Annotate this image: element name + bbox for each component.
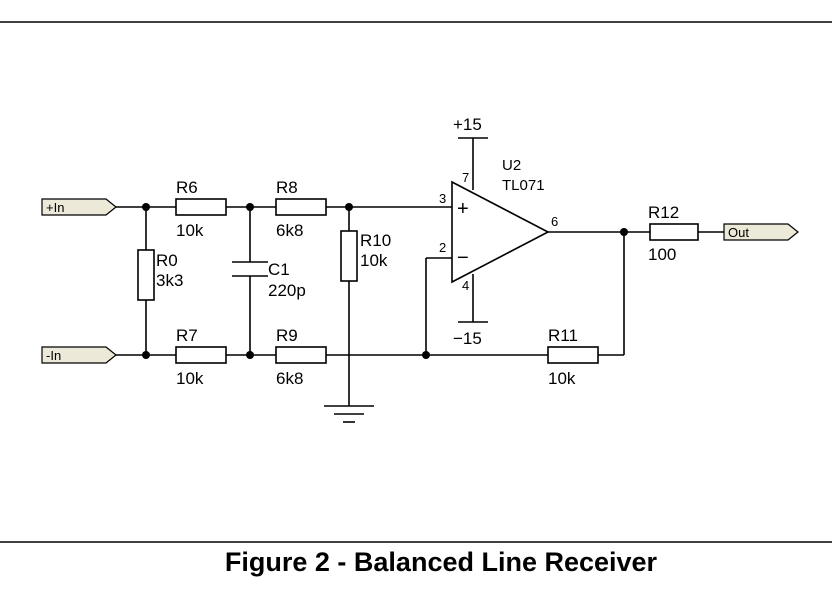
capacitor-c1: C1 220p	[232, 260, 306, 300]
port-in-minus: -In	[41, 346, 117, 364]
c1-ref: C1	[268, 260, 290, 279]
c1-value: 220p	[268, 281, 306, 300]
r8-ref: R8	[276, 178, 298, 197]
r6-value: 10k	[176, 221, 204, 240]
port-out: Out	[723, 223, 799, 241]
pin-6: 6	[551, 214, 558, 229]
junctions	[142, 203, 628, 359]
resistor-r12: R12 100	[648, 203, 699, 264]
r10-ref: R10	[360, 231, 391, 250]
ground-symbol	[324, 405, 374, 423]
noninverting-sign: +	[457, 198, 469, 220]
resistor-r9: R9 6k8	[275, 326, 327, 388]
port-in-minus-label: -In	[46, 348, 61, 363]
resistor-r7: R7 10k	[175, 326, 227, 388]
r11-value: 10k	[548, 369, 576, 388]
r6-ref: R6	[176, 178, 198, 197]
r7-value: 10k	[176, 369, 204, 388]
port-out-label: Out	[728, 225, 749, 240]
pin-7: 7	[462, 170, 469, 185]
supply-positive: +15	[453, 115, 482, 134]
u2-ref: U2	[502, 157, 521, 174]
resistor-r0: R0 3k3	[137, 249, 183, 301]
supply-negative: −15	[453, 329, 482, 348]
r12-ref: R12	[648, 203, 679, 222]
port-in-plus: +In	[41, 198, 117, 216]
r8-value: 6k8	[276, 221, 303, 240]
r10-value: 10k	[360, 251, 388, 270]
wires	[116, 137, 724, 406]
pin-2: 2	[439, 240, 446, 255]
u2-part: TL071	[502, 177, 545, 194]
r7-ref: R7	[176, 326, 198, 345]
resistor-r6: R6 10k	[175, 178, 227, 240]
r12-value: 100	[648, 245, 676, 264]
r11-ref: R11	[548, 326, 578, 345]
figure-caption: Figure 2 - Balanced Line Receiver	[225, 547, 658, 577]
opamp-u2: + − U2 TL071 3 2 7 4 6	[439, 157, 558, 293]
pin-4: 4	[462, 278, 469, 293]
r0-ref: R0	[156, 251, 178, 270]
r9-ref: R9	[276, 326, 298, 345]
resistor-r11: R11 10k	[547, 326, 599, 388]
r0-value: 3k3	[156, 271, 183, 290]
resistor-r10: R10 10k	[340, 230, 391, 282]
inverting-sign: −	[457, 247, 469, 269]
resistor-r8: R8 6k8	[275, 178, 327, 240]
pin-3: 3	[439, 191, 446, 206]
port-in-plus-label: +In	[46, 200, 64, 215]
r9-value: 6k8	[276, 369, 303, 388]
